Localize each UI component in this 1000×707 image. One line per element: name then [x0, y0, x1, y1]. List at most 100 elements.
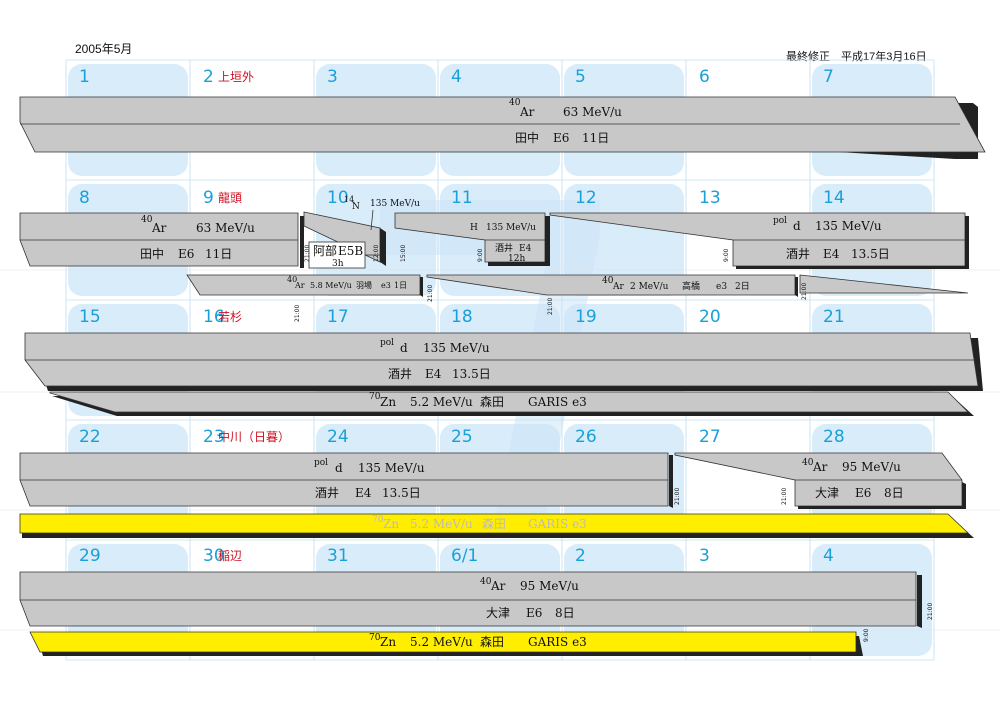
w4-pold-course: E4 [355, 486, 372, 500]
w2-ar-days: 11日 [205, 247, 232, 261]
day-number: 6/1 [451, 546, 478, 566]
w2-ar2-start-time: 21:00 [427, 285, 434, 302]
w2-h-user: 酒井 [495, 242, 513, 254]
w3-pold-beam: d [400, 341, 408, 355]
w2-ar58-beam: Ar [294, 281, 305, 290]
w2-ar-isotope: 40 [141, 215, 153, 225]
w2-n-energy: 135 MeV/u [370, 199, 420, 209]
w1-ar-energy: 63 MeV/u [563, 105, 622, 119]
schedule-block-w1-ar: 40 Ar 63 MeV/u 田中 E6 11日 [19, 96, 986, 159]
w4-ar95-beam: Ar [812, 460, 828, 474]
w2-ar58-course: e3 [381, 281, 391, 290]
day-number: 16 [203, 307, 225, 327]
w2-ar2-isotope: 40 [602, 276, 614, 286]
day-number: 29 [79, 546, 101, 566]
w5-zn-user: 森田 [480, 634, 504, 649]
w2-ar58-user: 羽場 [356, 280, 372, 290]
w4-ar95-course: E6 [855, 486, 871, 500]
w2-ar2-course: e3 [716, 282, 727, 292]
schedule-block-w4-zn: 70 Zn 5.2 MeV/u 森田 GARIS e3 [19, 513, 974, 538]
w3-pold-energy: 135 MeV/u [423, 341, 490, 355]
w2-ar58-energy: 5.8 MeV/u [310, 281, 352, 290]
day-number: 4 [451, 67, 462, 87]
w2-ar2-energy: 2 MeV/u [630, 282, 669, 292]
w5-ar95-course: E6 [526, 606, 542, 620]
w4-pold-beam: d [335, 461, 343, 475]
day-number: 8 [79, 188, 90, 208]
calendar-month-title: 2005年5月 [75, 42, 133, 56]
w4-pold-days: 13.5日 [382, 486, 421, 500]
w3-zn-beam: Zn [380, 395, 396, 409]
w2-pold-beam: d [793, 219, 801, 233]
day-number: 21 [823, 307, 845, 327]
day-number: 31 [327, 546, 349, 566]
w3-pold-polarization: pol [380, 338, 394, 348]
w2-h-start-time: 9:00 [477, 248, 484, 262]
w4-pold-user: 酒井 [315, 486, 339, 500]
w2-ar-beam: Ar [151, 221, 167, 235]
w4-zn-isotope: 70 [372, 515, 384, 525]
w4-zn-beam: Zn [383, 517, 399, 531]
w2-n-hours: 3h [332, 259, 344, 269]
day-number: 23 [203, 427, 225, 447]
schedule-block-w5-zn: 70 Zn 5.2 MeV/u 森田 GARIS e3 9:00 [29, 628, 870, 656]
w2-ar2-end-time: 21:00 [801, 283, 808, 300]
w2-h-hours: 12h [508, 254, 525, 264]
day-number: 3 [699, 546, 710, 566]
day-number: 20 [699, 307, 721, 327]
w4-pold-energy: 135 MeV/u [358, 461, 425, 475]
w2-n-course: E5B [338, 244, 363, 258]
duty-person-name: 龍頭 [218, 190, 242, 205]
w4-zn-energy: 5.2 MeV/u [410, 517, 473, 531]
day-number: 3 [327, 67, 338, 87]
w5-ar95-end-time: 21:00 [927, 603, 934, 620]
w2-ar2-user: 高橋 [682, 280, 700, 292]
w2-pold-polarization: pol [773, 216, 787, 226]
schedule-block-w2-ar58: 40 Ar 5.8 MeV/u 羽場 e3 1日 21:00 [186, 274, 423, 322]
w2-n-end-time: 12:00 [373, 245, 380, 262]
schedule-block-w2-n: 14 N 135 MeV/u 阿部 E5B 3h 12:00 15:00 [303, 195, 420, 269]
w5-ar95-beam: Ar [490, 579, 506, 593]
schedule-block-w3-zn: 70 Zn 5.2 MeV/u 森田 GARIS e3 [49, 391, 974, 416]
w5-zn-end-time: 9:00 [863, 628, 870, 642]
w5-ar95-days: 8日 [555, 606, 575, 620]
w2-ar58-start-time: 21:00 [294, 305, 301, 322]
w2-ar2-days: 2日 [735, 281, 750, 292]
day-number: 12 [575, 188, 597, 208]
day-number: 4 [823, 546, 834, 566]
day-number: 13 [699, 188, 721, 208]
day-number: 27 [699, 427, 721, 447]
w3-zn-user: 森田 [480, 394, 504, 409]
w1-ar-user: 田中 [515, 130, 539, 145]
w2-n-gap-time: 15:00 [400, 245, 407, 262]
day-number: 24 [327, 427, 349, 447]
day-number: 30 [203, 546, 225, 566]
w4-ar95-days: 8日 [884, 486, 904, 500]
w5-ar95-energy: 95 MeV/u [520, 579, 579, 593]
duty-person-name: 若杉 [218, 310, 242, 324]
w4-zn-user: 森田 [482, 516, 506, 531]
w2-pold-energy: 135 MeV/u [815, 219, 882, 233]
schedule-block-w4-pold: pol d 135 MeV/u 酒井 E4 13.5日 21:00 [19, 452, 681, 508]
w4-zn-course: GARIS e3 [528, 517, 587, 531]
w2-ar2-switch-time: 21:00 [547, 298, 554, 315]
w2-pold-start-time: 9:00 [723, 248, 730, 262]
w5-ar95-user: 大津 [486, 606, 510, 620]
w1-ar-isotope: 40 [509, 98, 521, 108]
day-number: 18 [451, 307, 473, 327]
w2-n-isotope: 14 [344, 195, 354, 204]
w5-ar95-isotope: 40 [480, 577, 492, 587]
day-number: 9 [203, 188, 214, 208]
w3-zn-isotope: 70 [369, 392, 381, 402]
day-number: 15 [79, 307, 101, 327]
w2-n-beam: N [352, 202, 360, 212]
w5-zn-course: GARIS e3 [528, 635, 587, 649]
w5-zn-beam: Zn [380, 635, 396, 649]
w1-ar-beam: Ar [519, 105, 535, 119]
w3-zn-course: GARIS e3 [528, 395, 587, 409]
day-number: 11 [451, 188, 473, 208]
day-number: 25 [451, 427, 473, 447]
schedule-block-w2-pold: pol d 135 MeV/u 酒井 E4 13.5日 9:00 [549, 212, 969, 269]
w3-zn-energy: 5.2 MeV/u [410, 395, 473, 409]
